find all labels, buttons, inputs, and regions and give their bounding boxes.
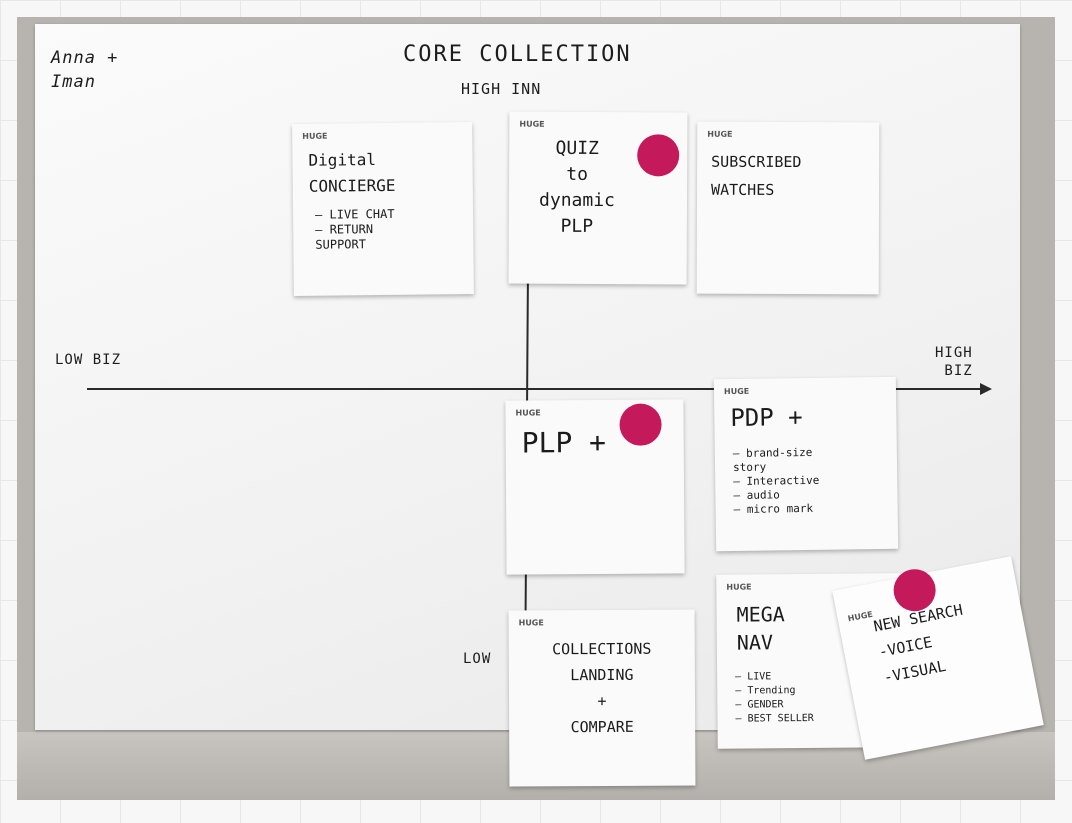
whiteboard-photo: Anna + Iman CORE COLLECTION HIGH INN LOW…	[17, 17, 1055, 800]
sticky-note-quiz: HUGE QUIZ to dynamic PLP	[508, 111, 688, 285]
note-title: PDP +	[730, 403, 803, 433]
brand-label: HUGE	[518, 618, 544, 628]
list-item: micro mark	[734, 502, 820, 517]
list-item: brand-size story	[733, 446, 819, 475]
sticky-note-new-search: HUGE NEW SEARCH -VOICE -VISUAL	[832, 556, 1044, 760]
list-item: RETURN SUPPORT	[315, 222, 395, 253]
horizontal-axis	[87, 388, 985, 390]
red-dot-vote	[619, 403, 662, 446]
note-title: QUIZ to dynamic PLP	[538, 137, 615, 237]
list-item: BEST SELLER	[735, 712, 814, 727]
note-title: SUBSCRIBED WATCHES	[711, 152, 802, 199]
sticky-note-digital-concierge: HUGE Digital CONCIERGE LIVE CHAT RETURN …	[292, 122, 474, 296]
brand-label: HUGE	[515, 408, 541, 418]
board-title: CORE COLLECTION	[403, 42, 632, 67]
axis-label-bottom: LOW	[463, 651, 492, 667]
list-item: Interactive	[733, 474, 819, 489]
axis-label-left: LOW BIZ	[55, 352, 122, 368]
sticky-note-pdp-plus: HUGE PDP + brand-size story Interactive …	[713, 376, 899, 552]
sticky-note-collections-landing: HUGE COLLECTIONS LANDING + COMPARE	[508, 609, 696, 787]
sticky-note-plp-plus: HUGE PLP +	[505, 399, 685, 575]
sticky-note-subscribed-watches: HUGE SUBSCRIBED WATCHES	[696, 121, 880, 295]
list-item: LIVE	[735, 670, 813, 685]
note-list: LIVE CHAT RETURN SUPPORT	[315, 207, 395, 253]
brand-label: HUGE	[847, 609, 874, 624]
note-title: COLLECTIONS LANDING + COMPARE	[552, 639, 652, 737]
note-list: LIVE Trending GENDER BEST SELLER	[735, 670, 814, 727]
note-title: PLP +	[521, 425, 607, 460]
list-item: audio	[733, 488, 819, 503]
brand-label: HUGE	[726, 582, 752, 592]
axis-label-right: HIGH BIZ	[935, 345, 973, 379]
brand-label: HUGE	[707, 129, 733, 139]
note-title: NEW SEARCH -VOICE -VISUAL	[872, 600, 965, 687]
brand-label: HUGE	[723, 386, 750, 397]
brand-label: HUGE	[519, 119, 545, 129]
list-item: GENDER	[735, 698, 813, 713]
brand-label: HUGE	[302, 131, 328, 141]
author-names: Anna + Iman	[51, 48, 119, 92]
list-item: Trending	[735, 684, 813, 699]
note-list: brand-size story Interactive audio micro…	[733, 446, 820, 517]
note-title: MEGA NAV	[736, 602, 785, 655]
note-title: Digital CONCIERGE	[308, 150, 396, 196]
arrow-right-icon	[980, 383, 992, 395]
list-item: LIVE CHAT	[315, 207, 395, 223]
red-dot-vote	[637, 134, 680, 177]
axis-label-top: HIGH INN	[461, 80, 542, 98]
